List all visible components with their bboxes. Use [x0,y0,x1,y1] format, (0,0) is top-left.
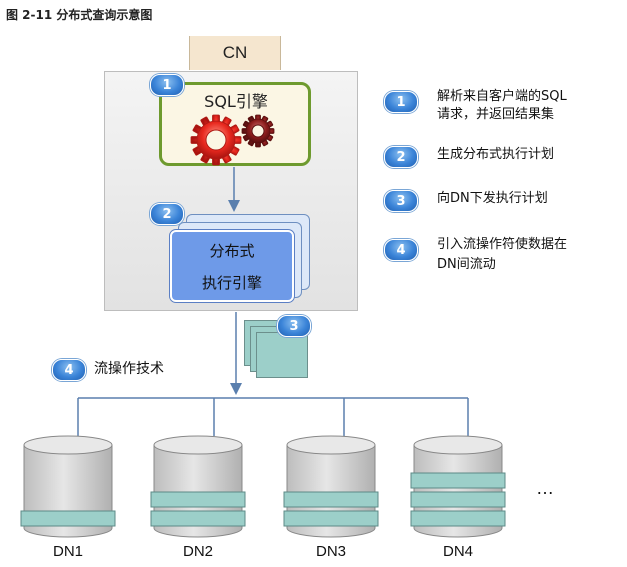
dn1-cylinder-icon [20,435,116,538]
stream-badge: 4 [52,359,86,381]
dn3-data-bar [283,510,379,527]
dn3-cylinder-icon [283,435,379,538]
network-bus [77,397,469,436]
dn4-data-bar [410,491,506,508]
legend-badge: 3 [384,190,418,212]
dn4-data-bar [410,510,506,527]
legend-badge: 1 [384,91,418,113]
legend-badge: 2 [384,146,418,168]
legend-text-line2: DN间流动 [437,257,496,272]
dn1-label: DN1 [52,543,83,560]
cn-label: CN [189,36,281,70]
stream-label: 流操作技术 [94,361,164,377]
dn4-label: DN4 [442,543,473,560]
dn2-cylinder-icon [150,435,246,538]
plan-badge: 3 [277,315,311,337]
legend-text-line1: 解析来自客户端的SQL [437,89,567,104]
dn3-label: DN3 [315,543,346,560]
more-nodes-ellipsis: … [536,478,556,498]
dn3-data-bar [283,491,379,508]
dn4-cylinder-icon [410,435,506,538]
dist-engine-badge: 2 [150,203,184,225]
plan-sheet-front [256,332,308,378]
dn4-data-bar [410,472,506,489]
dist-engine-line1: 分布式 [209,242,255,260]
legend-text-line1: 引入流操作符使数据在 [437,237,568,252]
legend-badge: 4 [384,239,418,261]
figure-title: 图 2-11 分布式查询示意图 [6,8,153,22]
gear-large-icon [190,114,242,166]
dn2-data-bar [150,491,246,508]
sql-engine-badge: 1 [150,74,184,96]
dist-engine-box [170,230,294,302]
dist-engine-line2: 执行引擎 [201,274,262,292]
dn2-data-bar [150,510,246,527]
sql-engine-label: SQL引擎 [204,92,268,111]
legend-text-line1: 向DN下发执行计划 [437,191,548,206]
dn2-label: DN2 [182,543,213,560]
gear-small-icon [241,114,275,148]
dn1-data-bar [20,510,116,527]
legend-text-line1: 生成分布式执行计划 [437,147,555,162]
legend-text-line2: 请求，并返回结果集 [437,107,555,122]
